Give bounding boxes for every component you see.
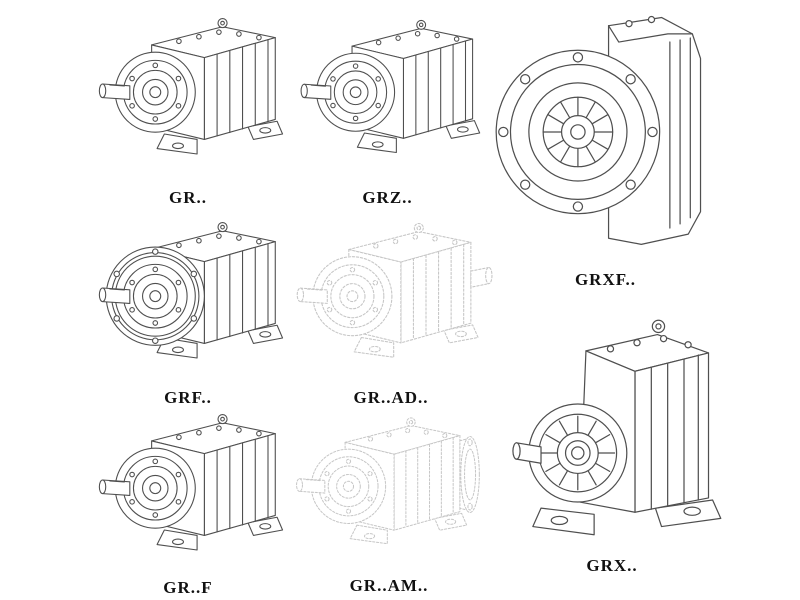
- product-label-grf: GRF..: [164, 388, 212, 407]
- product-figure-grxf: GRXF..: [488, 0, 723, 290]
- product-figure-grf: GRF..: [88, 210, 288, 408]
- motor-adapter-flange: [459, 435, 480, 513]
- grxf-reducer-drawing: [495, 15, 702, 245]
- grz-reducer-drawing: [300, 19, 481, 154]
- product-label-gr-am: GR..AM..: [349, 576, 429, 595]
- gr-am-reducer-drawing: [296, 417, 480, 545]
- product-figure-gr-f: GR..F: [88, 404, 288, 598]
- gr-f-reducer-drawing: [98, 413, 284, 551]
- product-figure-grz: GRZ..: [290, 2, 485, 208]
- grf-reducer-drawing: [98, 222, 284, 359]
- gr-ad-reducer-drawing: [296, 222, 493, 358]
- product-label-gr: GR..: [169, 188, 207, 207]
- product-label-grx: GRX..: [586, 556, 638, 575]
- product-label-grz: GRZ..: [362, 188, 413, 207]
- input-shaft-adapter: [470, 266, 493, 288]
- product-figure-gr-ad: GR..AD..: [286, 210, 496, 408]
- product-label-grxf: GRXF..: [574, 270, 637, 289]
- product-label-gr-ad: GR..AD..: [353, 388, 429, 407]
- product-figure-gr-am: GR..AM..: [286, 402, 492, 596]
- product-label-gr-f: GR..F: [163, 578, 213, 597]
- gr-reducer-drawing: [98, 17, 284, 155]
- product-figure-gr: GR..: [88, 2, 288, 208]
- grx-reducer-drawing: [512, 319, 722, 536]
- product-figure-grx: GRX..: [492, 302, 732, 576]
